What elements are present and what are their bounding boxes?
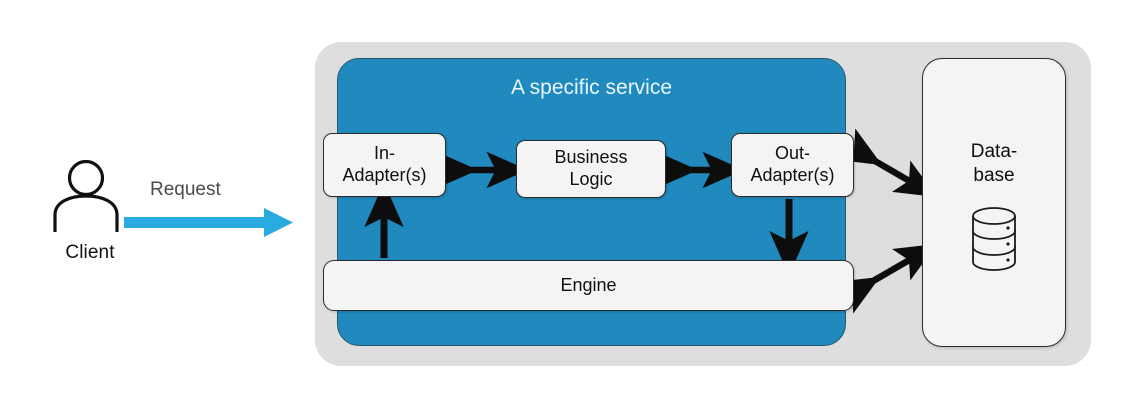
client-label: Client (65, 242, 115, 263)
engine-label: Engine (560, 274, 617, 295)
in-adapter-label-line2: Adapter(s) (342, 165, 427, 185)
client-actor: Client (40, 160, 140, 285)
out-adapter-label-line1: Out- (774, 143, 810, 164)
request-arrow-icon (124, 208, 293, 237)
database-label-line2: base (973, 164, 1015, 186)
node-engine[interactable]: Engine (323, 260, 854, 311)
database-label: Data- base (922, 140, 1066, 188)
business-logic-label-line1: Business (554, 147, 628, 168)
business-logic-label-line2: Logic (569, 169, 613, 189)
database-label-line1: Data- (970, 141, 1018, 162)
person-icon (53, 160, 119, 232)
out-adapter-label-line2: Adapter(s) (750, 165, 835, 185)
node-out-adapter[interactable]: Out- Adapter(s) (731, 133, 854, 197)
node-in-adapter[interactable]: In- Adapter(s) (323, 133, 446, 197)
service-title: A specific service (510, 76, 673, 99)
request-label: Request (150, 179, 221, 200)
database-box[interactable] (922, 58, 1066, 347)
in-adapter-label-line1: In- (373, 143, 395, 164)
node-business-logic[interactable]: Business Logic (516, 140, 666, 198)
database-cylinder-icon (972, 207, 1016, 271)
